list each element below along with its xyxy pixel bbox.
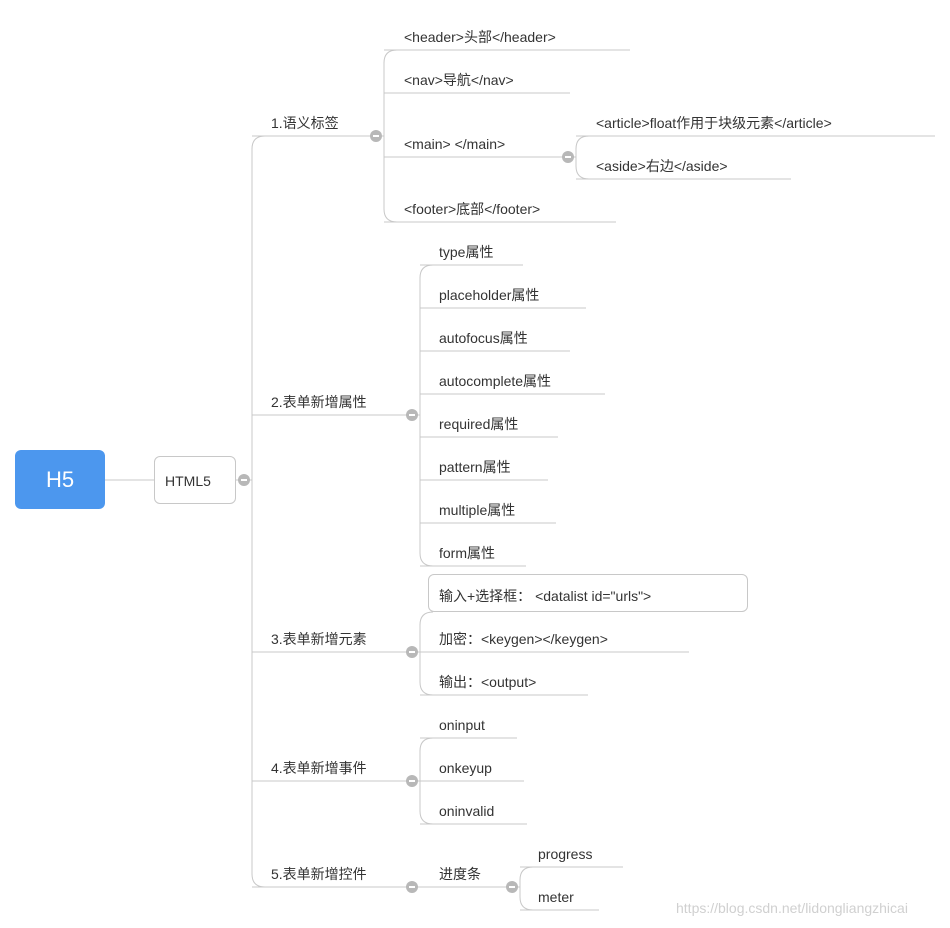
node-main[interactable]: <main> </main> bbox=[404, 136, 506, 152]
root-node-h5[interactable]: H5 bbox=[15, 450, 105, 509]
node-onkeyup[interactable]: onkeyup bbox=[439, 760, 492, 776]
branch-form-elements[interactable]: 3.表单新增元素 bbox=[271, 631, 367, 647]
spine-b5-sub bbox=[519, 866, 534, 911]
spine-main bbox=[251, 135, 266, 888]
collapse-toggle-b3[interactable] bbox=[406, 646, 418, 658]
node-oninvalid[interactable]: oninvalid bbox=[439, 803, 495, 819]
branch-form-attributes[interactable]: 2.表单新增属性 bbox=[271, 394, 367, 410]
node-nav[interactable]: <nav>导航</nav> bbox=[404, 72, 514, 88]
node-autofocus-attr[interactable]: autofocus属性 bbox=[439, 330, 528, 346]
node-keygen[interactable]: 加密：<keygen></keygen> bbox=[439, 631, 608, 647]
node-header[interactable]: <header>头部</header> bbox=[404, 29, 556, 45]
node-progress[interactable]: progress bbox=[538, 846, 593, 862]
collapse-toggle-b2[interactable] bbox=[406, 409, 418, 421]
spine-b3 bbox=[419, 611, 434, 696]
node-placeholder-attr[interactable]: placeholder属性 bbox=[439, 287, 540, 303]
collapse-toggle-b1[interactable] bbox=[370, 130, 382, 142]
node-autocomplete-attr[interactable]: autocomplete属性 bbox=[439, 373, 552, 389]
node-form-attr[interactable]: form属性 bbox=[439, 545, 495, 561]
branch-form-controls[interactable]: 5.表单新增控件 bbox=[271, 866, 367, 882]
node-type-attr[interactable]: type属性 bbox=[439, 244, 494, 260]
branch-semantic-tags[interactable]: 1.语义标签 bbox=[271, 115, 339, 131]
watermark-text: https://blog.csdn.net/lidongliangzhicai bbox=[676, 900, 908, 916]
node-datalist[interactable]: 输入+选择框： <datalist id="urls"> bbox=[439, 588, 652, 604]
spine-main-sub bbox=[575, 135, 590, 180]
collapse-toggle-html5[interactable] bbox=[238, 474, 250, 486]
collapse-toggle-main[interactable] bbox=[562, 151, 574, 163]
node-aside[interactable]: <aside>右边</aside> bbox=[596, 158, 728, 174]
node-multiple-attr[interactable]: multiple属性 bbox=[439, 502, 516, 518]
node-oninput[interactable]: oninput bbox=[439, 717, 485, 733]
node-required-attr[interactable]: required属性 bbox=[439, 416, 519, 432]
node-meter[interactable]: meter bbox=[538, 889, 574, 905]
node-output[interactable]: 输出：<output> bbox=[439, 674, 537, 690]
node-datalist-box[interactable] bbox=[428, 574, 748, 612]
node-progress-bar[interactable]: 进度条 bbox=[439, 866, 481, 882]
branch-form-events[interactable]: 4.表单新增事件 bbox=[271, 760, 367, 776]
collapse-toggle-b5[interactable] bbox=[406, 881, 418, 893]
spine-b2 bbox=[419, 264, 434, 567]
collapse-toggle-b4[interactable] bbox=[406, 775, 418, 787]
node-pattern-attr[interactable]: pattern属性 bbox=[439, 459, 511, 475]
spine-b1 bbox=[383, 49, 398, 223]
node-footer[interactable]: <footer>底部</footer> bbox=[404, 201, 541, 217]
node-html5[interactable]: HTML5 bbox=[154, 456, 236, 504]
node-article[interactable]: <article>float作用于块级元素</article> bbox=[596, 115, 832, 131]
collapse-toggle-progress[interactable] bbox=[506, 881, 518, 893]
